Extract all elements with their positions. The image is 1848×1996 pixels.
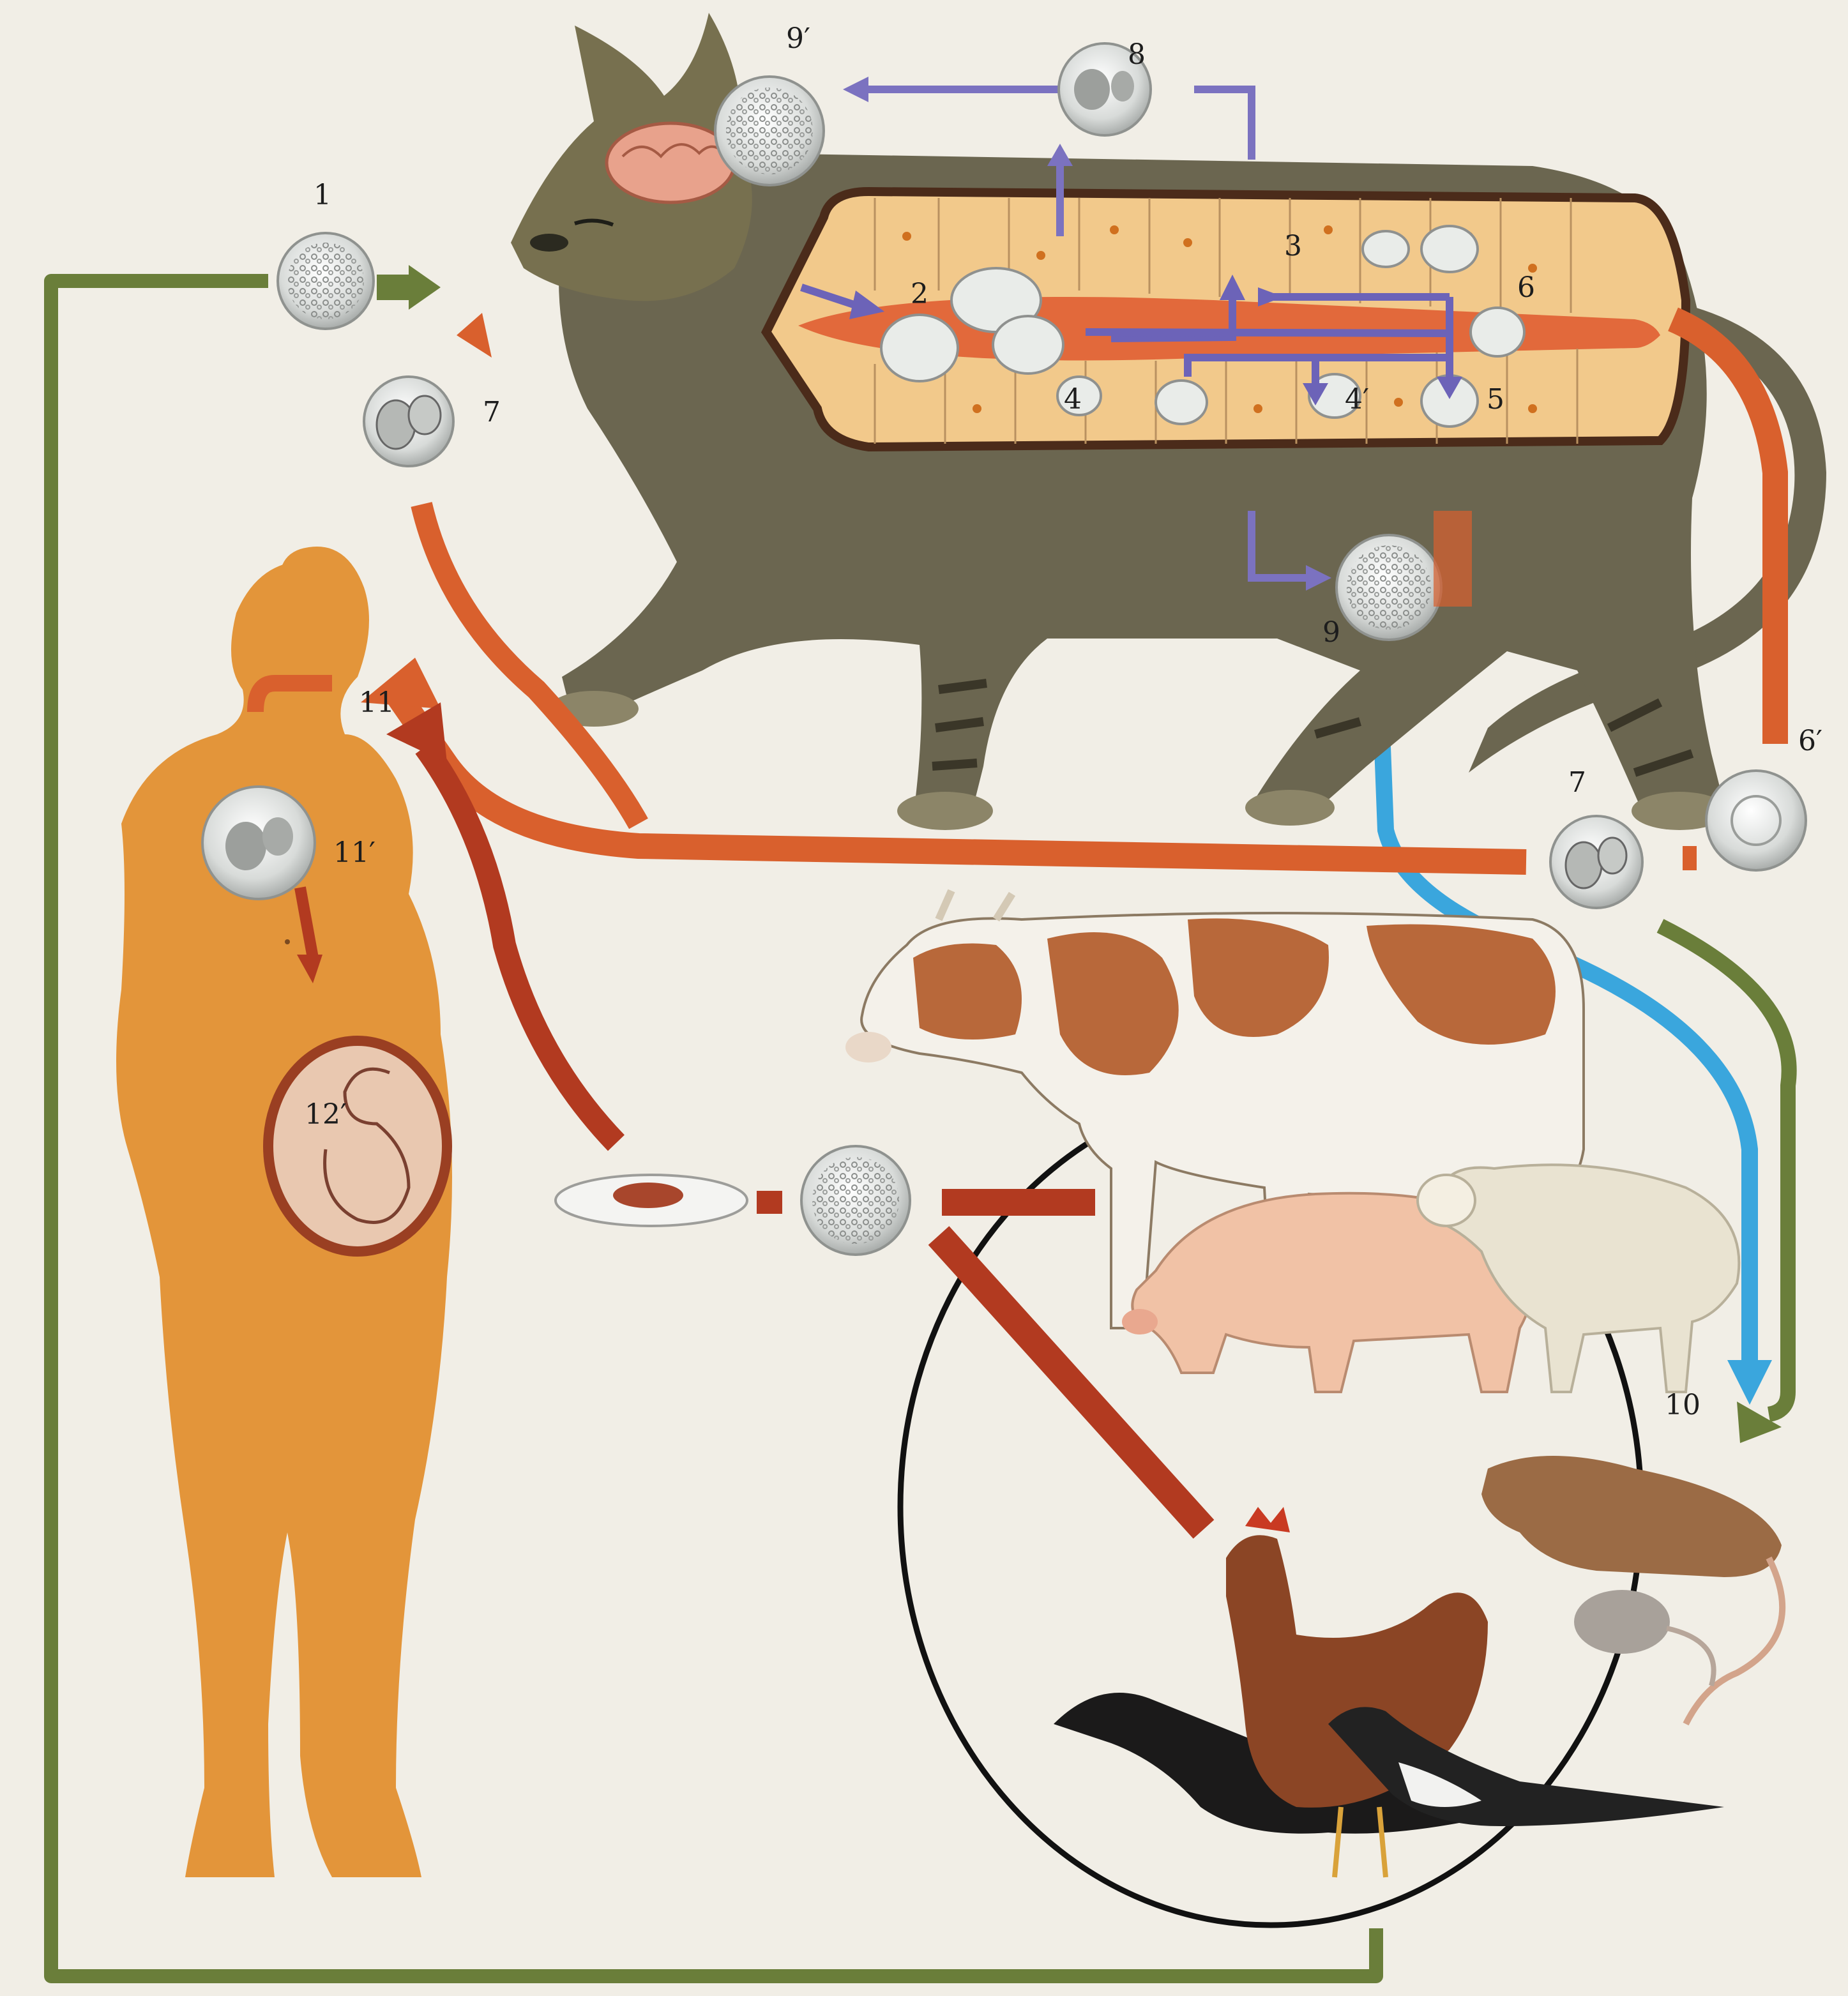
label-7-left: 7: [483, 396, 501, 428]
label-4: 4: [1064, 383, 1082, 416]
human-figure: [116, 547, 452, 1877]
label-6: 6: [1517, 271, 1535, 304]
label-6p: 6′: [1798, 725, 1822, 757]
label-3: 3: [1284, 230, 1302, 262]
label-7-right: 7: [1568, 766, 1586, 799]
label-2: 2: [911, 278, 928, 310]
label-8: 8: [1128, 38, 1146, 71]
label-1: 1: [314, 179, 331, 211]
label-11p: 11′: [333, 836, 375, 869]
label-11: 11: [359, 686, 395, 719]
oocyst-6p: [1706, 771, 1806, 870]
label-10: 10: [1665, 1389, 1700, 1421]
raw-meat-plate-icon: [556, 1175, 747, 1226]
label-9: 9: [1322, 616, 1340, 649]
label-12p: 12′: [305, 1098, 347, 1131]
label-5: 5: [1487, 383, 1504, 416]
label-9p: 9′: [786, 22, 810, 55]
cat-intestine-section: [766, 192, 1686, 447]
label-4p: 4′: [1345, 383, 1369, 416]
